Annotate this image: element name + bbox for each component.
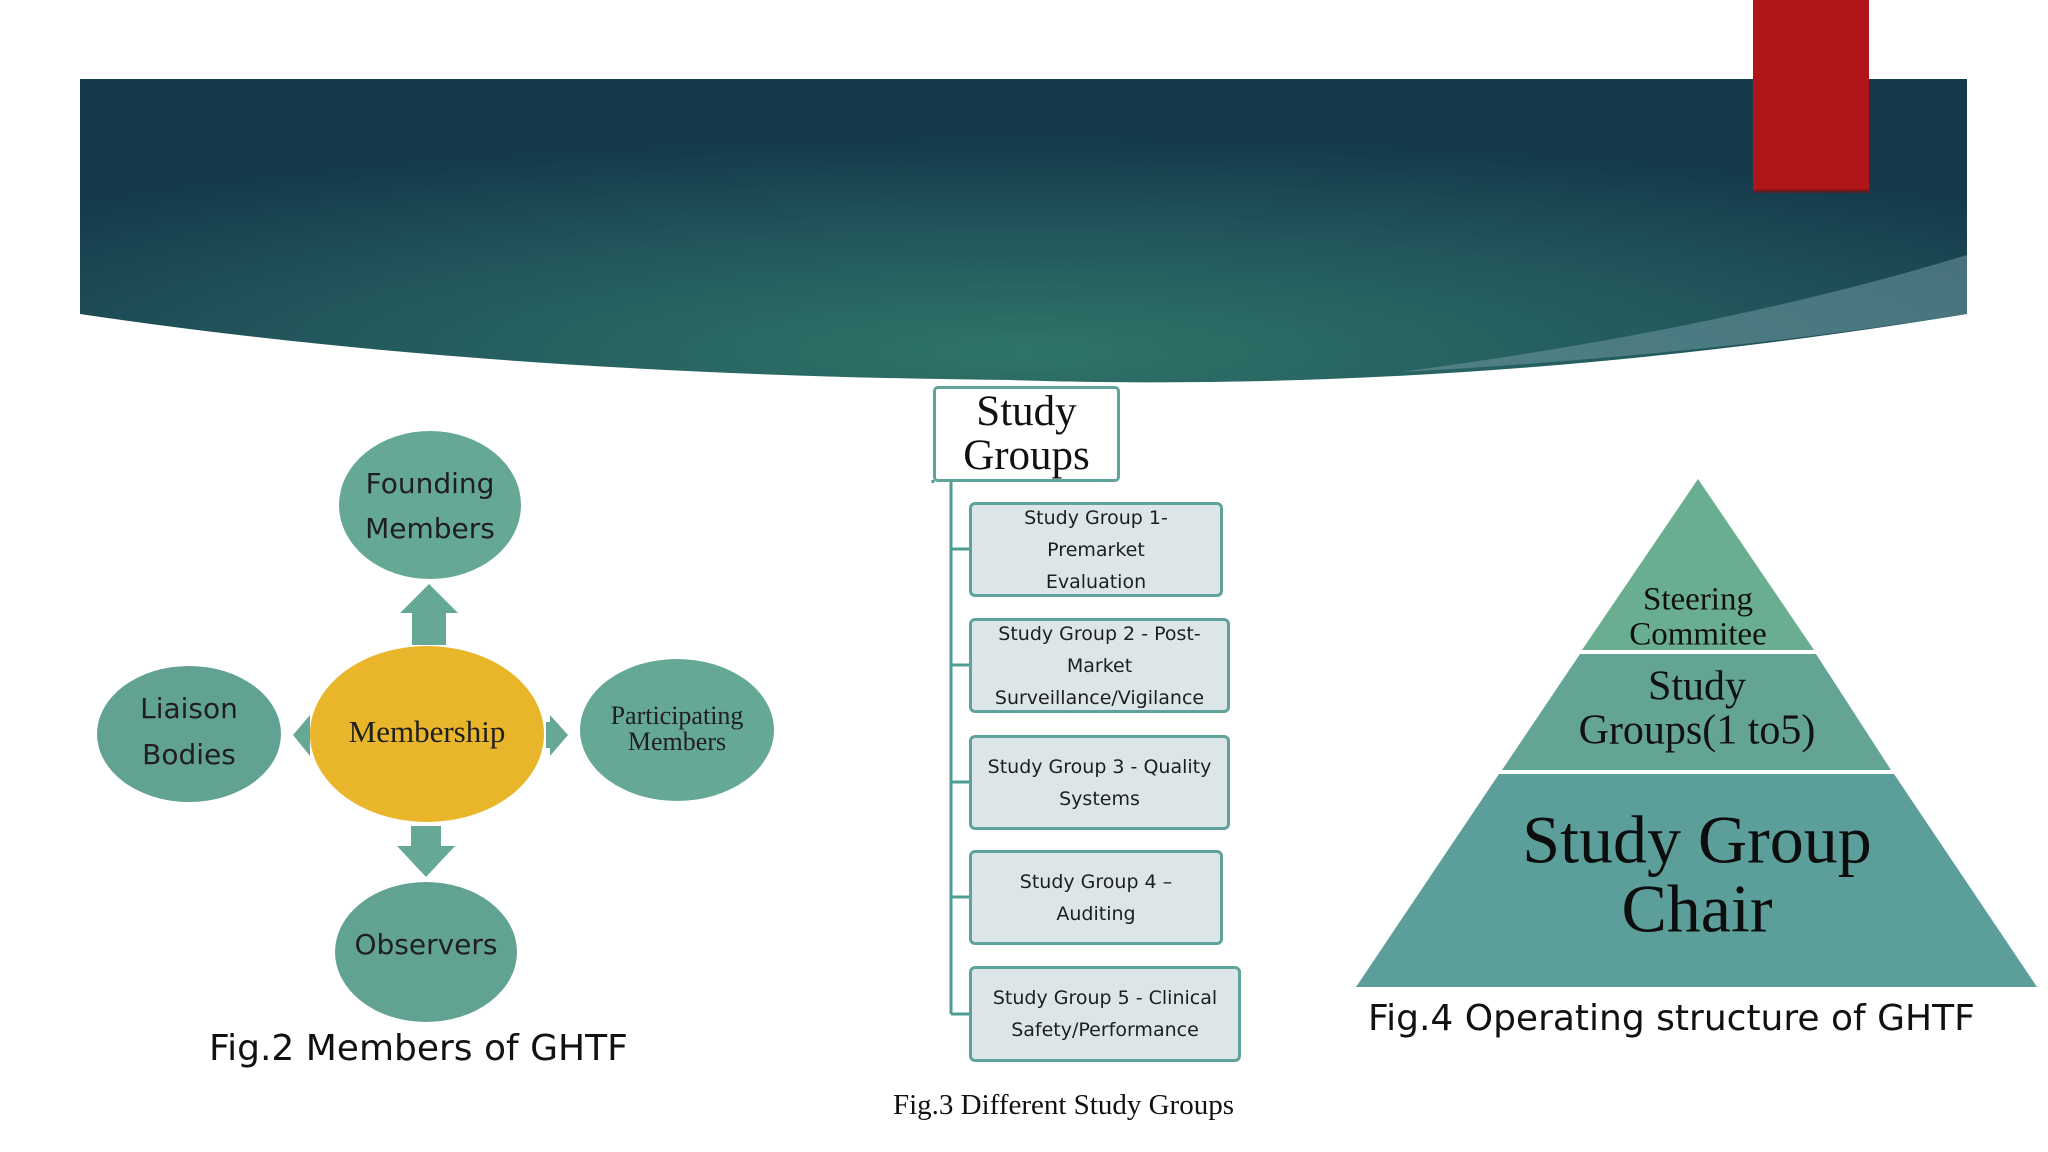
fig3-caption: Fig.3 Different Study Groups xyxy=(893,1089,1235,1121)
banner-swoosh xyxy=(1400,255,1967,372)
study-group-2-line1: Study Group 2 - Post-Market xyxy=(998,622,1201,677)
study-group-2-line2: Surveillance/Vigilance xyxy=(994,686,1205,709)
study-group-3-line1: Study Group 3 - Quality xyxy=(987,755,1212,778)
study-groups-title-line2: Groups xyxy=(963,432,1090,479)
fig3-connectors xyxy=(931,480,970,1016)
fig2-caption: Fig.2 Members of GHTF xyxy=(209,1028,628,1069)
label-liaison-line2: Bodies xyxy=(142,738,236,771)
pyramid-top-line2: Commitee xyxy=(1629,617,1766,653)
arrow-down xyxy=(397,826,455,877)
study-group-5-line1: Study Group 5 - Clinical xyxy=(992,987,1218,1009)
study-groups-title-line1: Study xyxy=(976,388,1077,435)
node-participating-members xyxy=(580,659,774,801)
arrow-up xyxy=(400,584,458,645)
label-liaison-line1: Liaison xyxy=(140,692,238,725)
pyramid-bottom-line1: Study Group xyxy=(1522,802,1871,878)
arrow-right-shaft xyxy=(546,722,551,748)
study-group-5-line2: Safety/Performance xyxy=(1011,1019,1199,1041)
arrow-right xyxy=(550,715,568,756)
accent-red-tab xyxy=(1753,0,1869,191)
label-founding-line2: Members xyxy=(365,512,495,545)
pyramid-level-chair xyxy=(1356,774,2037,987)
study-group-4-box: Study Group 4 – Auditing xyxy=(969,850,1223,945)
study-group-1-box: Study Group 1-Premarket Evaluation xyxy=(969,502,1223,597)
fig4-pyramid: Steering Commitee Study Groups(1 to5) St… xyxy=(1356,479,2037,987)
pyramid-bottom-line2: Chair xyxy=(1621,871,1772,947)
node-membership xyxy=(310,646,544,822)
label-participating-line2: Members xyxy=(628,727,726,756)
node-observers xyxy=(335,882,517,1022)
pyramid-top-line1: Steering xyxy=(1643,582,1753,618)
label-observers: Observers xyxy=(354,928,497,961)
pyramid-middle-line1: Study xyxy=(1648,664,1746,710)
pyramid-level-study-groups xyxy=(1502,654,1891,770)
label-participating-line1: Participating xyxy=(611,701,744,730)
study-group-2-box: Study Group 2 - Post-Market Surveillance… xyxy=(969,618,1230,713)
study-group-1-line2: Evaluation xyxy=(1045,570,1147,593)
node-founding-members xyxy=(339,431,521,579)
label-membership: Membership xyxy=(349,714,506,749)
label-founding-line1: Founding xyxy=(366,467,495,500)
study-group-3-line2: Systems xyxy=(1059,787,1140,810)
fig4-caption: Fig.4 Operating structure of GHTF xyxy=(1368,998,1975,1039)
arrow-left-shaft xyxy=(305,722,309,748)
study-group-4-line1: Study Group 4 – Auditing xyxy=(1019,870,1173,925)
fig2-members-diagram: Founding Members Liaison Bodies Particip… xyxy=(97,431,774,1022)
pyramid-middle-line2: Groups(1 to5) xyxy=(1579,708,1816,754)
study-group-5-box: Study Group 5 - Clinical Safety/Performa… xyxy=(969,966,1241,1062)
node-liaison-bodies xyxy=(97,666,281,802)
accent-red-tab-shadow xyxy=(1753,189,1869,193)
header-banner xyxy=(80,79,1967,383)
study-group-3-box: Study Group 3 - Quality Systems xyxy=(969,735,1230,830)
pyramid-level-steering xyxy=(1582,479,1814,650)
study-group-1-line1: Study Group 1-Premarket xyxy=(1024,506,1168,561)
study-groups-title: Study Groups xyxy=(933,386,1120,482)
